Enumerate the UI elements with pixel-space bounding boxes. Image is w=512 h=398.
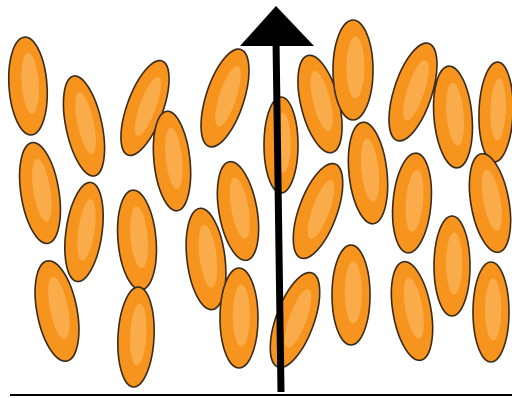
molecule <box>13 140 66 247</box>
molecule <box>6 36 51 136</box>
molecule <box>463 150 512 255</box>
molecule <box>333 20 373 120</box>
up-arrow-icon <box>240 6 314 46</box>
molecule <box>477 61 512 162</box>
molecule <box>115 286 156 388</box>
molecule <box>385 258 440 363</box>
molecule <box>389 152 436 255</box>
molecule <box>114 189 161 292</box>
molecule <box>434 216 470 316</box>
molecule <box>59 180 109 284</box>
molecule <box>56 72 112 179</box>
molecule <box>332 245 370 345</box>
molecule <box>344 120 392 225</box>
molecule <box>149 109 195 212</box>
molecule <box>473 262 509 362</box>
molecule <box>260 267 330 374</box>
molecule <box>191 44 259 153</box>
molecule <box>220 268 258 368</box>
molecule-highlight <box>485 279 501 341</box>
molecule <box>430 65 477 170</box>
molecule-group <box>6 20 512 388</box>
molecule-highlight <box>345 262 362 324</box>
molecule-highlight <box>446 233 462 295</box>
director-shaft <box>276 40 281 392</box>
molecule-highlight <box>346 37 364 99</box>
molecule-highlight <box>233 285 250 347</box>
